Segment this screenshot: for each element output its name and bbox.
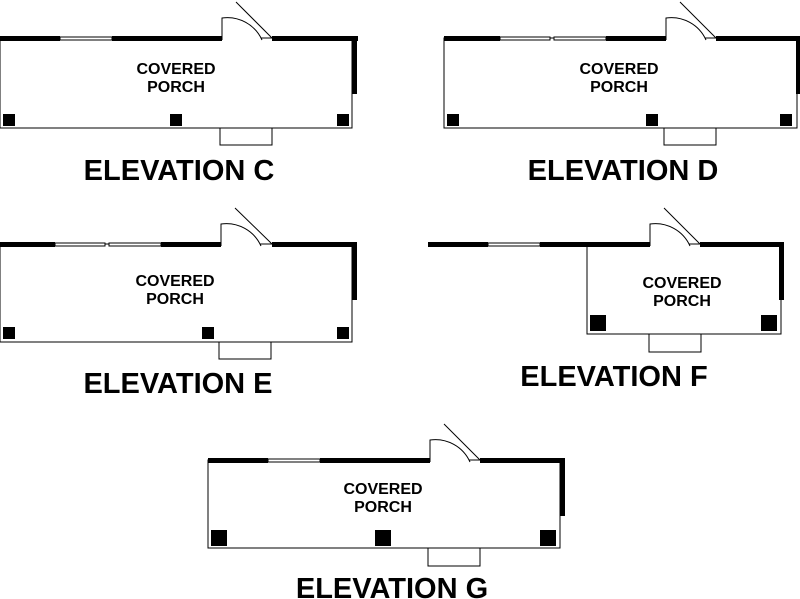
window [487,242,541,247]
post [540,530,556,546]
plan-elevation-f: COVERED PORCH ELEVATION F [428,207,784,393]
post [780,114,792,126]
exterior-wall [700,242,784,247]
room-label-line-1: COVERED [642,275,721,292]
post [211,530,227,546]
door-leaf [234,207,273,245]
exterior-wall [606,36,666,41]
post [3,114,15,126]
step [427,547,481,567]
door-swing [649,223,691,247]
room-label-line-2: PORCH [147,79,205,96]
window [54,242,106,247]
exterior-wall [540,242,650,247]
post [447,114,459,126]
exterior-wall [161,242,221,247]
exterior-wall [112,36,222,41]
elevation-title: ELEVATION E [83,368,272,400]
step [663,127,717,146]
exterior-wall [272,36,358,41]
window [267,458,321,463]
post [170,114,182,126]
porch-outline [443,37,798,129]
side-wall [560,458,565,516]
door-leaf [663,207,701,245]
elevation-title: ELEVATION G [296,573,488,599]
exterior-wall [480,458,565,463]
door-leaf [679,1,717,39]
step [218,341,272,360]
side-wall [779,242,784,300]
room-label-line-1: COVERED [135,273,214,290]
room-label-line-2: PORCH [146,291,204,308]
plan-elevation-g: COVERED PORCH ELEVATION G [207,423,565,599]
side-wall [352,36,357,94]
door-swing [429,439,471,463]
elevation-title: ELEVATION F [520,361,707,393]
room-label-line-2: PORCH [590,79,648,96]
post [337,327,349,339]
door-leaf [235,1,273,39]
elevation-title: ELEVATION C [84,155,275,187]
exterior-wall [444,36,500,41]
post [337,114,349,126]
step [219,127,273,146]
post [202,327,214,339]
plan-elevation-d: COVERED PORCH ELEVATION D [443,1,800,187]
post [3,327,15,339]
side-wall [796,36,800,94]
room-label-line-2: PORCH [354,499,412,516]
elevation-title: ELEVATION D [528,155,719,187]
exterior-wall [272,242,357,247]
plan-elevation-e: COVERED PORCH ELEVATION E [0,207,357,400]
exterior-wall [320,458,430,463]
side-wall [352,242,357,300]
plan-elevation-c: COVERED PORCH ELEVATION C [0,1,358,187]
door-swing [221,17,263,41]
step [648,333,702,353]
door-leaf [443,423,481,461]
post [646,114,658,126]
post [761,315,777,331]
window [553,36,607,41]
room-label-line-1: COVERED [579,61,658,78]
room-label-line-1: COVERED [136,61,215,78]
room-label-line-2: PORCH [653,293,711,310]
room-label-line-1: COVERED [343,481,422,498]
window [499,36,551,41]
window [59,36,113,41]
exterior-wall [716,36,800,41]
door-swing [220,223,262,247]
exterior-wall [0,36,60,41]
post [590,315,606,331]
exterior-wall [428,242,488,247]
post [375,530,391,546]
porch-outline [0,37,353,129]
exterior-wall [0,242,55,247]
exterior-wall [208,458,268,463]
window [108,242,162,247]
door-swing [665,17,707,41]
